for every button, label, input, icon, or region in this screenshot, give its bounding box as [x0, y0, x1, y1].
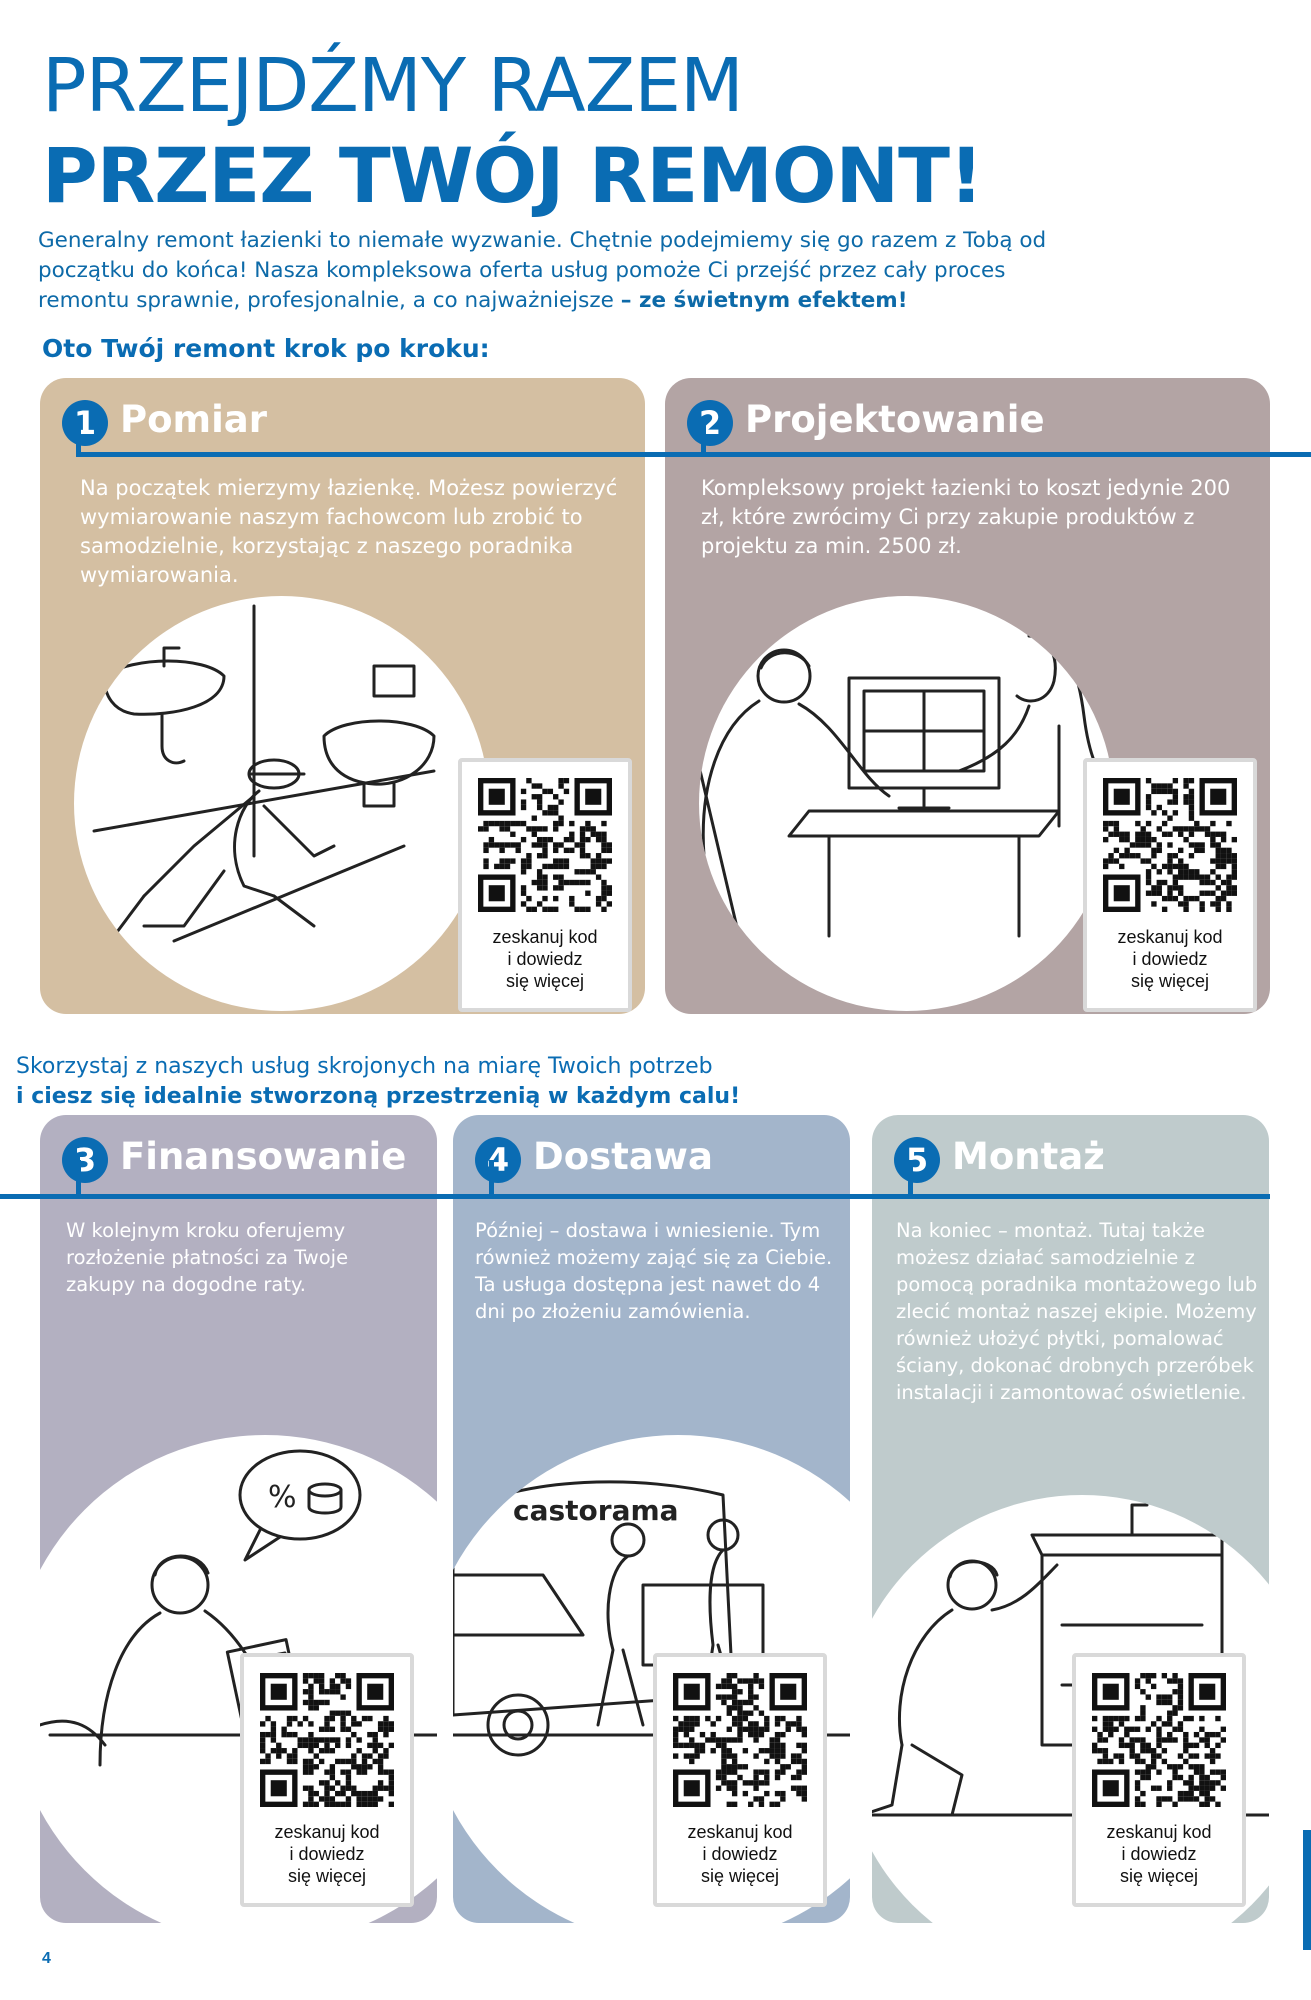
step-number-badge: 1 [62, 400, 108, 446]
step-description: Na koniec – montaż. Tutaj także możesz d… [896, 1219, 1258, 1404]
step-title: Dostawa [533, 1135, 713, 1178]
qr-caption-line-2: i dowiedz [289, 1844, 365, 1864]
qr-caption-line-1: zeskanuj kod [687, 1822, 793, 1842]
tagline-line-2: i ciesz się idealnie stworzoną przestrze… [16, 1084, 741, 1109]
qr-caption-line-3: się więcej [1119, 1866, 1199, 1886]
qr-caption: zeskanuj kod i dowiedz się więcej [1087, 926, 1253, 992]
step-number-badge: 5 [894, 1137, 940, 1183]
services-tagline: Skorzystaj z naszych usług skrojonych na… [16, 1052, 1216, 1112]
step-number-badge: 4 [475, 1137, 521, 1183]
qr-code-box[interactable]: zeskanuj kod i dowiedz się więcej [1083, 758, 1257, 1012]
step-title: Montaż [952, 1135, 1105, 1178]
svg-text:%: % [268, 1480, 297, 1515]
qr-code-icon[interactable] [260, 1673, 394, 1807]
qr-caption-line-1: zeskanuj kod [274, 1822, 380, 1842]
step-description: Kompleksowy projekt łazienki to koszt je… [701, 476, 1231, 558]
illustration-measuring-icon [74, 596, 489, 1011]
qr-caption: zeskanuj kod i dowiedz się więcej [657, 1821, 823, 1887]
step-description: Później – dostawa i wniesienie. Tym równ… [475, 1219, 833, 1323]
timeline-top [76, 452, 1311, 457]
qr-caption-line-3: się więcej [287, 1866, 367, 1886]
qr-caption-line-2: i dowiedz [1132, 949, 1208, 969]
qr-caption: zeskanuj kod i dowiedz się więcej [244, 1821, 410, 1887]
qr-caption: zeskanuj kod i dowiedz się więcej [1076, 1821, 1242, 1887]
van-logo-text: castorama [513, 1494, 679, 1527]
timeline-tick-4 [489, 1160, 494, 1196]
qr-code-box[interactable]: zeskanuj kod i dowiedz się więcej [458, 758, 632, 1012]
qr-code-icon[interactable] [673, 1673, 807, 1807]
qr-caption-line-2: i dowiedz [507, 949, 583, 969]
tagline-line-1: Skorzystaj z naszych usług skrojonych na… [16, 1054, 713, 1079]
qr-code-box[interactable]: zeskanuj kod i dowiedz się więcej [1072, 1653, 1246, 1907]
step-card-dostawa: 4 Dostawa Później – dostawa i wniesienie… [453, 1115, 850, 1923]
qr-caption-line-1: zeskanuj kod [1117, 927, 1223, 947]
step-title: Projektowanie [745, 398, 1045, 441]
steps-subheading: Oto Twój remont krok po kroku: [42, 334, 490, 363]
title-line-2: PRZEZ TWÓJ REMONT! [42, 130, 984, 220]
qr-caption-line-1: zeskanuj kod [1106, 1822, 1212, 1842]
intro-paragraph: Generalny remont łazienki to niemałe wyz… [38, 226, 1058, 316]
page-edge-marker [1303, 1830, 1311, 1950]
page-number: 4 [42, 1950, 51, 1967]
step-title: Pomiar [120, 398, 267, 441]
step-card-pomiar: 1 Pomiar Na początek mierzymy łazienkę. … [40, 378, 645, 1014]
intro-text: Generalny remont łazienki to niemałe wyz… [38, 228, 1047, 313]
qr-caption-line-1: zeskanuj kod [492, 927, 598, 947]
step-description: W kolejnym kroku oferujemy rozłożenie pł… [66, 1219, 349, 1296]
qr-code-box[interactable]: zeskanuj kod i dowiedz się więcej [240, 1653, 414, 1907]
qr-code-box[interactable]: zeskanuj kod i dowiedz się więcej [653, 1653, 827, 1907]
step-card-projektowanie: 2 Projektowanie Kompleksowy projekt łazi… [665, 378, 1270, 1014]
qr-caption-line-3: się więcej [1130, 971, 1210, 991]
illustration-design-icon [699, 596, 1114, 1011]
step-title: Finansowanie [120, 1135, 407, 1178]
qr-code-icon[interactable] [1103, 778, 1237, 912]
step-description: Na początek mierzymy łazienkę. Możesz po… [80, 476, 618, 587]
step-card-montaz: 5 Montaż Na koniec – montaż. Tutaj także… [872, 1115, 1269, 1923]
step-number-badge: 3 [62, 1137, 108, 1183]
page-title: PRZEJDŹMY RAZEM PRZEZ TWÓJ REMONT! [42, 43, 984, 220]
title-line-1: PRZEJDŹMY RAZEM [42, 43, 744, 129]
qr-code-icon[interactable] [478, 778, 612, 912]
qr-caption-line-3: się więcej [700, 1866, 780, 1886]
qr-caption-line-2: i dowiedz [1121, 1844, 1197, 1864]
qr-code-icon[interactable] [1092, 1673, 1226, 1807]
timeline-tick-3 [76, 1160, 81, 1196]
step-number-badge: 2 [687, 400, 733, 446]
timeline-tick-1 [76, 420, 81, 456]
timeline-tick-2 [701, 420, 706, 456]
intro-bold: – ze świetnym efektem! [620, 288, 908, 313]
qr-caption: zeskanuj kod i dowiedz się więcej [462, 926, 628, 992]
step-card-finansowanie: 3 Finansowanie W kolejnym kroku oferujem… [40, 1115, 437, 1923]
timeline-tick-5 [908, 1160, 913, 1196]
timeline-bottom [0, 1194, 1270, 1199]
qr-caption-line-2: i dowiedz [702, 1844, 778, 1864]
qr-caption-line-3: się więcej [505, 971, 585, 991]
